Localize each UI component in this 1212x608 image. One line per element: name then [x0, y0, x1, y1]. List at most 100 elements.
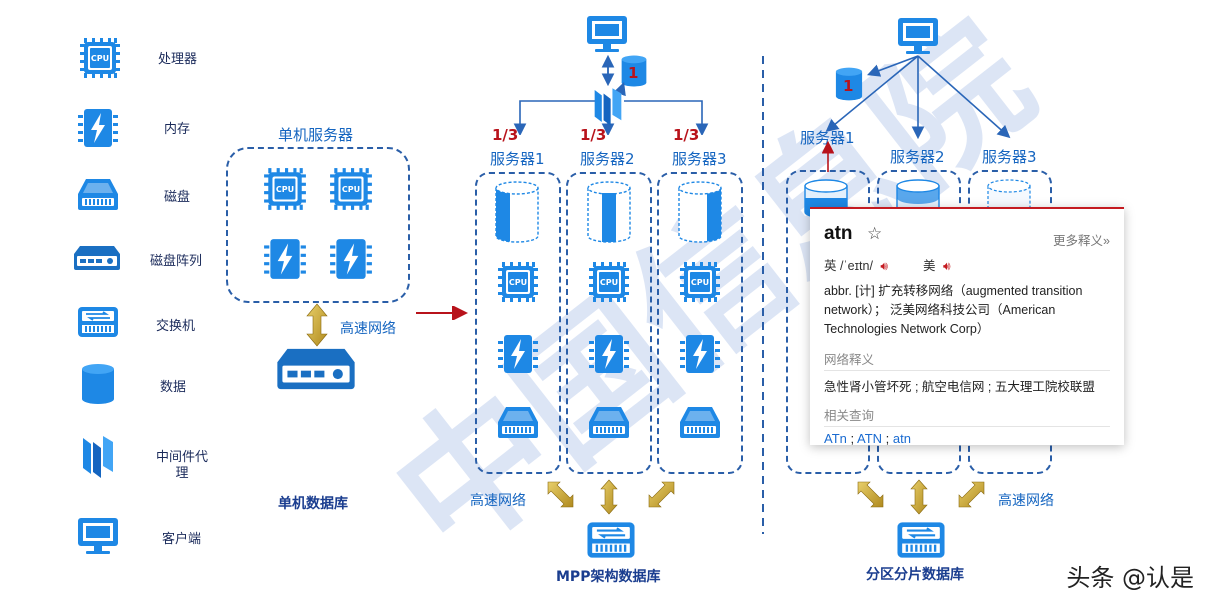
- shard-red-arrow: [822, 140, 834, 172]
- network-arrows: [857, 479, 985, 515]
- mpp-server-3-box: [657, 172, 743, 474]
- shard-connectors: [825, 55, 1011, 140]
- related-link[interactable]: atn: [892, 431, 911, 446]
- cpu-icon: CPU: [678, 260, 722, 304]
- related-link[interactable]: ATn: [824, 431, 847, 446]
- mpp-data-label: 1: [628, 64, 639, 82]
- cpu-icon-text: CPU: [600, 278, 618, 287]
- disk-array-icon: [72, 244, 122, 272]
- disk-icon: [496, 404, 540, 440]
- related-link[interactable]: ATN: [857, 431, 883, 446]
- switch-icon: [894, 520, 948, 560]
- mpp-server-2-box: [566, 172, 652, 474]
- data-partition-1: [492, 180, 542, 244]
- legend-item-disk: 磁盘: [70, 176, 260, 226]
- dictionary-popup: atn ☆ 更多释义» 英 /ˈeɪtn/ 🔊︎ 美 🔊︎ abbr. [计] …: [810, 207, 1124, 446]
- shard-server-1-label: 服务器1: [800, 129, 855, 147]
- legend-label: 磁盘阵列: [150, 254, 203, 269]
- disk-array-icon: [274, 344, 358, 394]
- client-icon: [76, 516, 120, 556]
- mpp-server-2-label: 服务器2: [580, 150, 635, 168]
- data-partition-3: [675, 180, 725, 244]
- cpu-icon: CPU: [587, 260, 631, 304]
- favorite-star-icon[interactable]: ☆: [866, 224, 883, 243]
- shard-server-3-label: 服务器3: [982, 148, 1037, 166]
- section-divider: [762, 56, 764, 534]
- shard-caption: 分区分片数据库: [866, 567, 964, 583]
- single-network-label: 高速网络: [340, 321, 396, 337]
- legend-label: 交换机: [156, 319, 196, 334]
- mpp-network-label: 高速网络: [470, 493, 526, 509]
- mpp-server-1-label: 服务器1: [490, 150, 545, 168]
- speaker-uk-icon[interactable]: 🔊︎: [880, 259, 888, 273]
- legend-item-middleware: 中间件代 理: [70, 434, 260, 484]
- shard-server-2-label: 服务器2: [890, 148, 945, 166]
- cpu-icon-text: CPU: [691, 278, 709, 287]
- cpu-icon-text: CPU: [342, 185, 360, 194]
- popup-word: atn: [824, 223, 853, 244]
- legend-label: 内存: [164, 122, 191, 137]
- net-definition-body: 急性肾小管坏死 ; 航空电信网 ; 五大理工院校联盟: [824, 380, 1095, 394]
- client-icon: [896, 16, 940, 56]
- memory-icon: [496, 332, 540, 376]
- popup-definition: abbr. [计] 扩充转移网络（augmented transition ne…: [824, 284, 1083, 336]
- single-server-box: [226, 147, 410, 303]
- disk-icon: [678, 404, 722, 440]
- database-icon: [80, 362, 116, 406]
- shard-data-label: 1: [843, 77, 854, 95]
- network-double-arrow: [306, 303, 328, 347]
- cpu-icon: CPU: [78, 36, 122, 80]
- cpu-icon-text: CPU: [509, 278, 527, 287]
- cpu-icon-text: CPU: [276, 185, 294, 194]
- legend-item-database: 数据: [70, 362, 260, 412]
- shard-network-label: 高速网络: [998, 493, 1054, 509]
- related-title: 相关查询: [824, 405, 1110, 427]
- related-links: ATn ; ATN ; atn: [824, 431, 911, 446]
- legend-label: 处理器: [158, 52, 198, 67]
- memory-icon: [678, 332, 722, 376]
- pronunciation-row: 英 /ˈeɪtn/ 🔊︎ 美 🔊︎: [824, 255, 1110, 274]
- memory-icon: [76, 106, 120, 150]
- disk-icon: [76, 176, 120, 212]
- legend-label: 中间件代 理: [156, 450, 209, 481]
- middleware-icon: [592, 86, 624, 126]
- legend-item-switch: 交换机: [70, 305, 260, 355]
- pron-uk-label: 英: [824, 259, 837, 273]
- speaker-us-icon[interactable]: 🔊︎: [942, 259, 951, 273]
- legend-item-memory: 内存: [70, 106, 260, 156]
- legend-item-client: 客户端: [70, 516, 260, 566]
- legend-label: 数据: [160, 380, 187, 395]
- switch-icon: [584, 520, 638, 560]
- cpu-icon: CPU: [496, 260, 540, 304]
- mpp-fraction-3: 1/3: [673, 126, 700, 144]
- switch-icon: [76, 305, 120, 339]
- legend-item-cpu: CPU 处理器: [70, 36, 260, 86]
- disk-icon: [587, 404, 631, 440]
- middleware-icon: [80, 434, 116, 478]
- cpu-icon: CPU: [262, 166, 308, 212]
- pron-us-label: 美: [922, 259, 936, 273]
- cpu-icon-text: CPU: [91, 54, 109, 63]
- single-server-title: 单机服务器: [278, 126, 354, 144]
- transition-arrow: [416, 306, 468, 320]
- mpp-server-1-box: [475, 172, 561, 474]
- mpp-server-3-label: 服务器3: [672, 150, 727, 168]
- cpu-icon: CPU: [328, 166, 374, 212]
- mpp-caption: MPP架构数据库: [556, 569, 661, 585]
- mpp-fraction-1: 1/3: [492, 126, 519, 144]
- footer-watermark: 头条 @认是: [1066, 564, 1194, 592]
- network-arrows: [547, 479, 675, 515]
- memory-icon: [587, 332, 631, 376]
- data-partition-2: [584, 180, 634, 244]
- more-definitions-link[interactable]: 更多释义»: [1053, 234, 1110, 248]
- pron-uk: /ˈeɪtn/: [840, 259, 873, 273]
- legend-label: 客户端: [162, 532, 202, 547]
- mpp-fraction-2: 1/3: [580, 126, 607, 144]
- memory-icon: [328, 236, 374, 282]
- net-definition-title: 网络释义: [824, 349, 1110, 371]
- memory-icon: [262, 236, 308, 282]
- legend-item-disk-array: 磁盘阵列: [70, 244, 260, 294]
- client-icon: [585, 14, 629, 54]
- single-database-caption: 单机数据库: [278, 496, 348, 512]
- mpp-connectors: [513, 55, 709, 135]
